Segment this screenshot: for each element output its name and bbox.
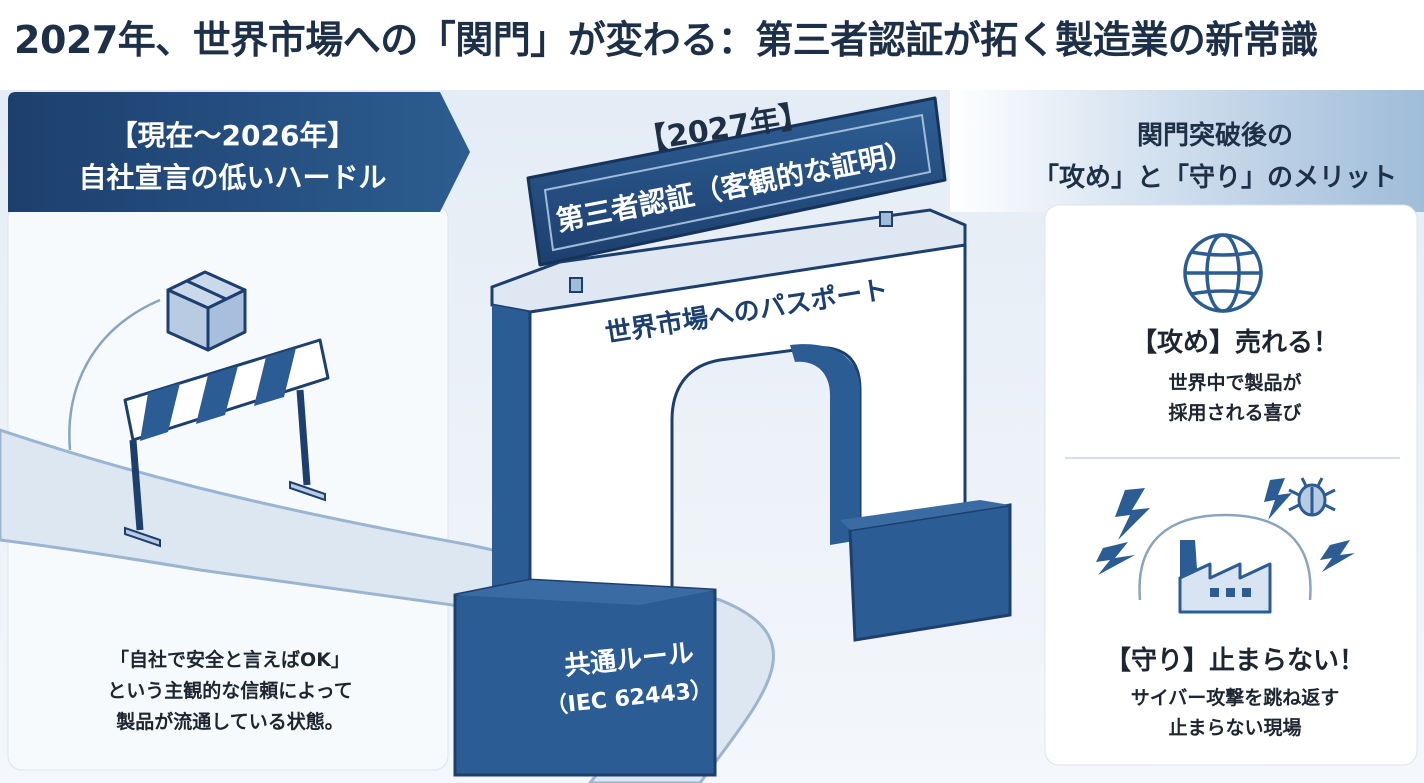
left-panel-heading: 【現在～2026年】 自社宣言の低いハードル (10, 115, 455, 199)
right-panel-card (1044, 204, 1418, 766)
left-heading-line1: 【現在～2026年】 (109, 119, 356, 152)
left-desc-line1: 「自社で安全と言えばOK」 (110, 649, 350, 671)
right-banner-bg (950, 90, 1424, 212)
defense-desc-line1: サイバー攻撃を跳ね返す (1130, 687, 1340, 709)
right-heading-line2: 「攻め」と「守り」のメリット (1032, 163, 1397, 193)
globe-icon (1183, 233, 1263, 313)
barrier-icon (123, 338, 330, 548)
defense-title: 【守り】止まらない！ (1104, 646, 1365, 676)
road (0, 428, 775, 783)
left-banner (8, 92, 470, 212)
left-desc-line3: 製品が流通している状態。 (116, 711, 344, 733)
defense-desc-line2: 止まらない現場 (1168, 717, 1302, 739)
box-trajectory-arc (68, 298, 161, 451)
right-heading-line1: 関門突破後の (1136, 121, 1293, 151)
right-panel-heading: 関門突破後の 「攻め」と「守り」のメリット (1010, 115, 1420, 199)
package-box-icon (166, 270, 247, 352)
attack-desc-line2: 採用される喜び (1168, 402, 1302, 424)
page-title: 2027年、世界市場への「関門」が変わる：第三者認証が拓く製造業の新常識 (14, 18, 1318, 62)
defense-description: サイバー攻撃を跳ね返す 止まらない現場 (1050, 683, 1420, 743)
left-heading-line2: 自社宣言の低いハードル (78, 161, 387, 194)
attack-title: 【攻め】売れる！ (1130, 328, 1339, 358)
attack-description: 世界中で製品が 採用される喜び (1050, 368, 1420, 428)
factory-icon (1138, 513, 1312, 614)
left-desc-line2: という主観的な信頼によって (107, 680, 353, 702)
bug-icon (1288, 477, 1336, 517)
gate-arch (453, 208, 1012, 777)
left-panel-description: 「自社で安全と言えばOK」 という主観的な信頼によって 製品が流通している状態。 (30, 645, 430, 738)
lightning-icon (1096, 478, 1355, 575)
certification-sign (526, 96, 947, 293)
attack-desc-line1: 世界中で製品が (1168, 372, 1302, 394)
